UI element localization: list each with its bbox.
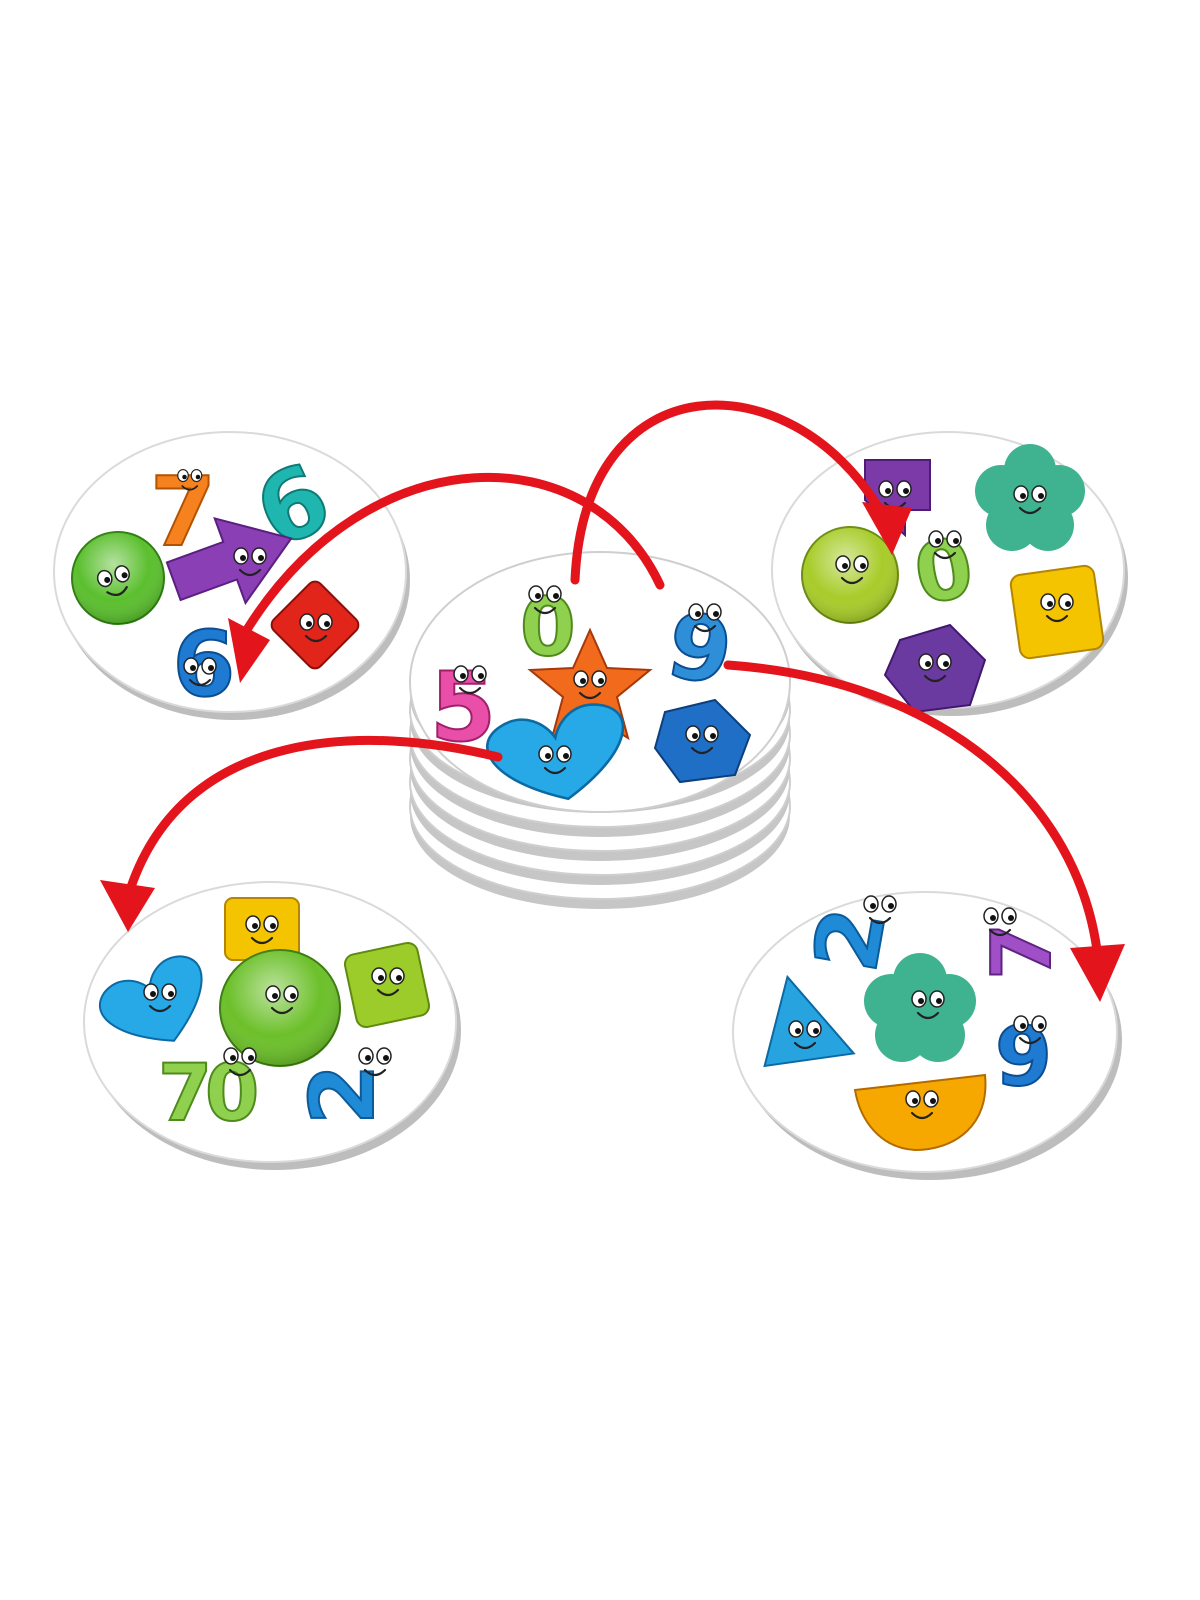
digit-9-label: 9 (172, 608, 235, 713)
symbol-circle (219, 949, 341, 1067)
symbol-square (343, 941, 431, 1029)
symbol-digit-7: 7 (974, 906, 1071, 981)
symbol-digit-0: 0 (204, 1046, 260, 1140)
arrow-center-to-bottom-left (125, 735, 503, 895)
digit-7-label: 7 (975, 923, 1070, 980)
symbol-arrow (165, 516, 293, 606)
symbol-square (1009, 564, 1105, 660)
triangle-shape (763, 974, 856, 1068)
arrowhead-top-right (862, 502, 912, 555)
symbol-circle (801, 526, 899, 624)
arrow-shape (165, 516, 293, 606)
symbol-flower (864, 953, 976, 1062)
center-card-stack[interactable]: 0 9 5 (409, 551, 791, 909)
digit-2-label: 2 (291, 1064, 394, 1125)
symbol-digit-9: 9 (994, 1009, 1053, 1106)
card-top-left[interactable]: 7 6 9 (53, 431, 410, 720)
symbol-diamond (270, 580, 360, 670)
arrow-center-to-bottom-right (723, 660, 1103, 963)
card-bottom-left[interactable]: 7 0 2 (83, 881, 461, 1170)
square-shape (1009, 564, 1105, 660)
symbol-digit-2: 2 (290, 1046, 395, 1126)
symbol-hexagon (653, 698, 752, 784)
hexagon-shape (653, 698, 752, 784)
symbol-digit-5: 5 (429, 652, 497, 764)
symbol-heart (98, 955, 203, 1042)
symbol-half-circle (853, 1073, 987, 1152)
diamond-shape (270, 580, 360, 670)
symbol-digit-7: 7 (157, 1048, 213, 1140)
hexagon-shape (883, 623, 987, 714)
arrowhead-bottom-right (1070, 944, 1125, 1002)
arrow-center-to-top-left (243, 472, 665, 633)
card-top-right[interactable]: 0 (771, 431, 1128, 716)
symbol-flower (975, 444, 1085, 551)
arrowhead-top-left (228, 618, 270, 683)
match-arrows (100, 400, 1125, 1002)
card-bottom-right[interactable]: 2 7 9 (732, 891, 1122, 1180)
symbol-hexagon (883, 623, 987, 714)
square-shape (343, 941, 431, 1029)
symbol-triangle (763, 974, 856, 1068)
symbol-digit-7: 7 (149, 457, 217, 569)
digit-7-label: 7 (158, 1049, 212, 1139)
symbol-circle (71, 531, 165, 625)
arrowhead-bottom-left (100, 880, 155, 932)
half-circle-shape (853, 1073, 987, 1152)
symbol-digit-0: 0 (519, 580, 577, 675)
symbol-digit-9: 9 (171, 607, 236, 714)
